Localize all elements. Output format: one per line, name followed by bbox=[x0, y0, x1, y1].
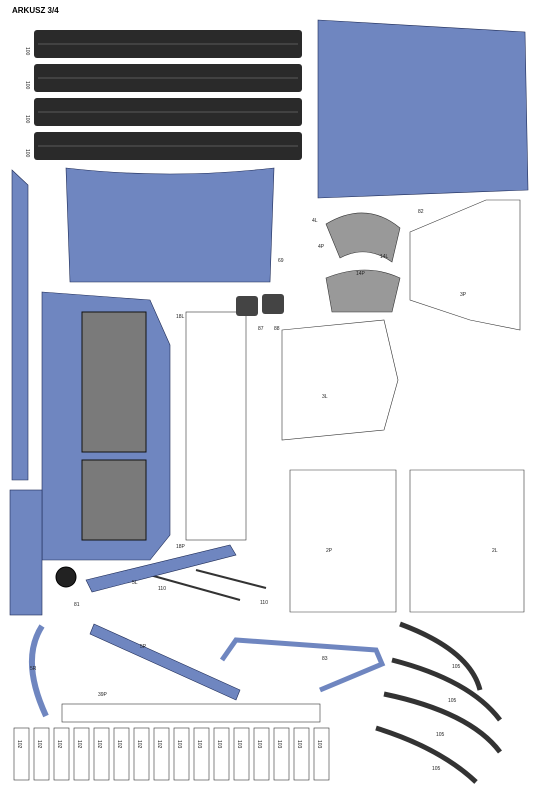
part-label: 110 bbox=[158, 586, 166, 592]
roof-panel[interactable] bbox=[317, 19, 529, 199]
tab-part[interactable] bbox=[113, 727, 130, 781]
part-label: 5R bbox=[30, 666, 37, 672]
wiper-2[interactable] bbox=[195, 569, 267, 589]
part-label: 3P bbox=[460, 292, 467, 298]
part-label: 105 bbox=[436, 732, 445, 738]
tab-part[interactable] bbox=[253, 727, 270, 781]
part-label: 14L bbox=[380, 254, 389, 260]
wheel-81[interactable] bbox=[55, 566, 77, 588]
window-lower[interactable] bbox=[81, 459, 147, 541]
part-label: 4P bbox=[318, 244, 325, 250]
part-label: 83 bbox=[322, 656, 328, 662]
window-upper[interactable] bbox=[81, 311, 147, 453]
hood-panel[interactable] bbox=[65, 167, 275, 283]
panel-2l[interactable] bbox=[409, 469, 525, 613]
tab-label: 102 bbox=[136, 740, 142, 749]
part-label: 5P bbox=[140, 644, 147, 650]
tab-label: 103 bbox=[276, 740, 282, 749]
tab-label: 102 bbox=[76, 740, 82, 749]
tread-label: 100 bbox=[24, 149, 30, 158]
tab-part[interactable] bbox=[33, 727, 50, 781]
part-label: 81 bbox=[74, 602, 80, 608]
tab-label: 102 bbox=[156, 740, 162, 749]
part-label: 69 bbox=[278, 258, 284, 264]
panel-2p[interactable] bbox=[289, 469, 397, 613]
panel-3l[interactable] bbox=[281, 319, 399, 441]
tab-part[interactable] bbox=[53, 727, 70, 781]
tire-treads: 100 100 100 100 bbox=[24, 30, 302, 160]
part-label: 105 bbox=[452, 664, 461, 670]
strip-39p[interactable] bbox=[61, 703, 321, 723]
rear-strip[interactable] bbox=[9, 489, 43, 616]
mirror-left[interactable] bbox=[236, 296, 258, 316]
tab-part[interactable] bbox=[293, 727, 310, 781]
tab-label: 102 bbox=[116, 740, 122, 749]
part-label: 88 bbox=[274, 326, 280, 332]
tab-label: 102 bbox=[56, 740, 62, 749]
wiper-1[interactable] bbox=[149, 574, 241, 601]
arc-105-1[interactable] bbox=[399, 621, 483, 691]
mirror-right[interactable] bbox=[262, 294, 284, 314]
tab-row: 102 102 102 102 102 102 102 102 103 103 103 103 103 1… bbox=[13, 727, 330, 781]
strip-5p[interactable] bbox=[89, 623, 241, 701]
strip-5l[interactable] bbox=[85, 544, 237, 593]
seat-14l[interactable] bbox=[325, 212, 401, 263]
tab-part[interactable] bbox=[13, 727, 30, 781]
arc-105-2[interactable] bbox=[391, 657, 502, 722]
panel-3p[interactable] bbox=[409, 199, 521, 331]
tab-label: 103 bbox=[196, 740, 202, 749]
tab-part[interactable] bbox=[233, 727, 250, 781]
tab-part[interactable] bbox=[273, 727, 290, 781]
tread-label: 100 bbox=[24, 47, 30, 56]
part-label: 82 bbox=[418, 209, 424, 215]
tab-label: 103 bbox=[216, 740, 222, 749]
tab-label: 102 bbox=[16, 740, 22, 749]
arc-105-4[interactable] bbox=[375, 725, 478, 784]
part-label: 14P bbox=[356, 271, 366, 277]
tab-label: 103 bbox=[236, 740, 242, 749]
tab-label: 103 bbox=[296, 740, 302, 749]
part-label: 18L bbox=[176, 314, 185, 320]
part-label: 18P bbox=[176, 544, 186, 550]
tab-part[interactable] bbox=[153, 727, 170, 781]
part-label: 105 bbox=[432, 766, 441, 772]
tab-label: 102 bbox=[36, 740, 42, 749]
tab-part[interactable] bbox=[173, 727, 190, 781]
part-label: 2P bbox=[326, 548, 333, 554]
part-label: 2L bbox=[492, 548, 498, 554]
part-label: 4L bbox=[312, 218, 318, 224]
part-83[interactable] bbox=[219, 637, 386, 693]
arc-5r[interactable] bbox=[29, 624, 49, 718]
seat-14p[interactable] bbox=[325, 269, 401, 313]
tread-label: 100 bbox=[24, 81, 30, 90]
tab-label: 103 bbox=[316, 740, 322, 749]
tab-label: 102 bbox=[96, 740, 102, 749]
tab-part[interactable] bbox=[193, 727, 210, 781]
tab-part[interactable] bbox=[93, 727, 110, 781]
tread-label: 100 bbox=[24, 115, 30, 124]
arcs-105: 105 105 105 105 bbox=[375, 621, 502, 784]
part-label: 3L bbox=[322, 394, 328, 400]
tab-part[interactable] bbox=[133, 727, 150, 781]
part-label: 39P bbox=[98, 692, 108, 698]
sheet-title: ARKUSZ 3/4 bbox=[12, 6, 59, 15]
tab-part[interactable] bbox=[73, 727, 90, 781]
part-label: 5L bbox=[132, 580, 138, 586]
side-strip[interactable] bbox=[11, 169, 29, 481]
tab-label: 103 bbox=[176, 740, 182, 749]
tab-part[interactable] bbox=[213, 727, 230, 781]
part-label: 87 bbox=[258, 326, 264, 332]
part-18[interactable] bbox=[185, 311, 247, 541]
part-label: 110 bbox=[260, 600, 268, 606]
arc-105-3[interactable] bbox=[383, 691, 502, 754]
tab-part[interactable] bbox=[313, 727, 330, 781]
tab-label: 103 bbox=[256, 740, 262, 749]
part-label: 105 bbox=[448, 698, 457, 704]
